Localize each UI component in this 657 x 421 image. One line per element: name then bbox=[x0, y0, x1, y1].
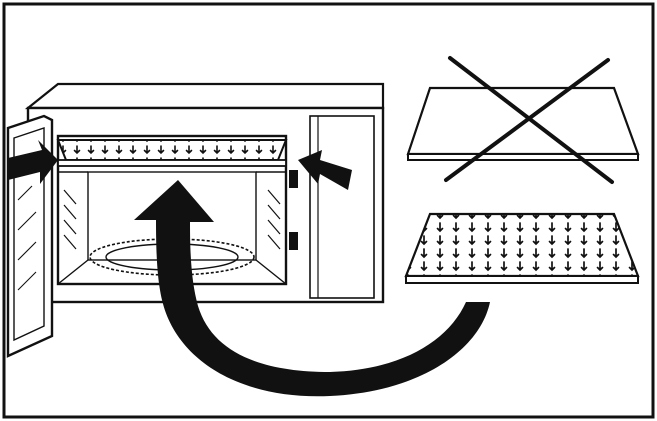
solid-tray-edge bbox=[407, 153, 639, 161]
side-wall-hatching-right bbox=[267, 189, 281, 250]
cross-line-a bbox=[448, 56, 614, 184]
cross-line-b bbox=[444, 58, 610, 182]
cavity-edge-right bbox=[255, 259, 287, 285]
perforated-tray-top bbox=[404, 212, 640, 278]
control-panel bbox=[309, 115, 375, 299]
inserted-tray bbox=[56, 139, 288, 161]
door-latch-top bbox=[289, 170, 298, 188]
perforated-tray-edge bbox=[405, 275, 639, 284]
left-push-arrow-icon bbox=[8, 140, 58, 184]
inserted-tray-edge bbox=[57, 159, 287, 167]
side-wall-hatching-left bbox=[63, 189, 77, 250]
right-push-arrow-icon bbox=[298, 150, 352, 190]
cavity-edge-left bbox=[57, 259, 89, 285]
perforated-tray-icon bbox=[404, 212, 640, 284]
oven-top bbox=[24, 82, 385, 110]
solid-tray-crossed-icon bbox=[406, 56, 640, 184]
door-latch-bottom bbox=[289, 232, 298, 250]
curved-insert-arrow-icon bbox=[134, 180, 490, 397]
